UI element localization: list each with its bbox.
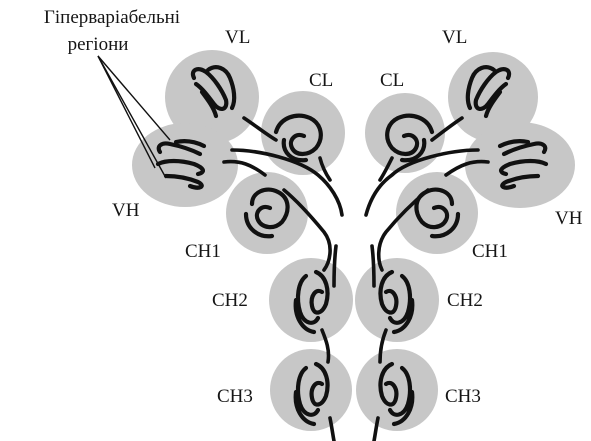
label-ch1-right: CH1 — [472, 241, 508, 262]
label-vh-right: VH — [555, 208, 583, 229]
domain-ch1-right — [396, 172, 478, 254]
annotation-line-2: регіони — [68, 34, 129, 55]
label-ch3-right: CH3 — [445, 386, 481, 407]
label-ch2-left: CH2 — [212, 290, 248, 311]
hinge-right — [372, 246, 374, 286]
label-ch1-left: CH1 — [185, 241, 221, 262]
hinge-left — [334, 246, 336, 286]
annotation-line-1: Гіперваріабельні — [44, 7, 180, 28]
label-cl-left: CL — [309, 70, 333, 91]
domain-ch1-left — [226, 172, 308, 254]
label-vl-right: VL — [442, 27, 467, 48]
label-vh-left: VH — [112, 200, 140, 221]
label-cl-right: CL — [380, 70, 404, 91]
pointer-line-3 — [98, 56, 166, 178]
label-ch2-right: CH2 — [447, 290, 483, 311]
domain-cl-left — [261, 91, 345, 175]
label-vl-left: VL — [225, 27, 250, 48]
label-ch3-left: CH3 — [217, 386, 253, 407]
domain-vh-right — [465, 122, 575, 208]
domain-vh-left — [132, 123, 238, 207]
